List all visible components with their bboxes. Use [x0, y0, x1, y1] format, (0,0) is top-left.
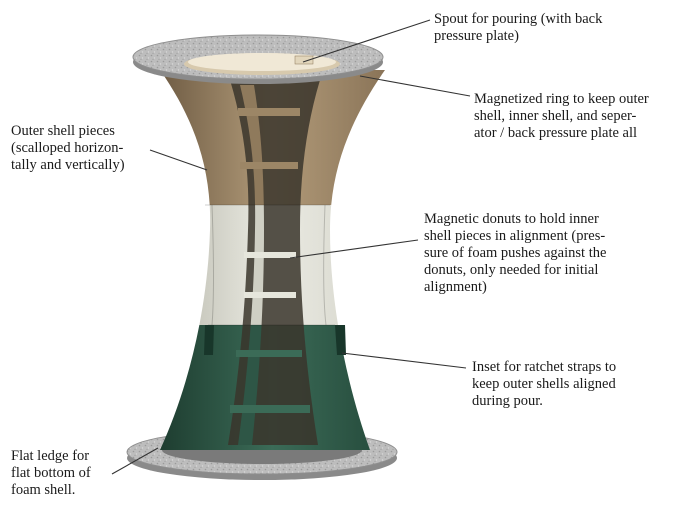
label-spout: Spout for pouring (with back pressure pl… — [434, 11, 603, 44]
outer-shell-body — [160, 70, 385, 450]
label-magnetic-donuts: Magnetic donuts to hold inner shell piec… — [424, 211, 607, 295]
label-flat-ledge: Flat ledge for flat bottom of foam shell… — [11, 448, 91, 498]
leader-inset-straps — [341, 352, 467, 369]
magnetic-donut-shelves — [230, 108, 310, 413]
leader-outer-shell — [149, 149, 208, 171]
top-ring — [132, 34, 384, 84]
leader-magnetized-ring — [359, 75, 471, 97]
leader-lines — [111, 19, 471, 475]
label-inset-straps: Inset for ratchet straps to keep outer s… — [472, 359, 617, 409]
leader-magnetic-donuts — [289, 239, 419, 259]
label-outer-shell: Outer shell pieces (scalloped horizon- t… — [11, 123, 125, 173]
leader-flat-ledge — [111, 447, 159, 475]
leader-spout — [302, 19, 431, 63]
label-magnetized-ring: Magnetized ring to keep outer shell, inn… — [474, 91, 649, 141]
